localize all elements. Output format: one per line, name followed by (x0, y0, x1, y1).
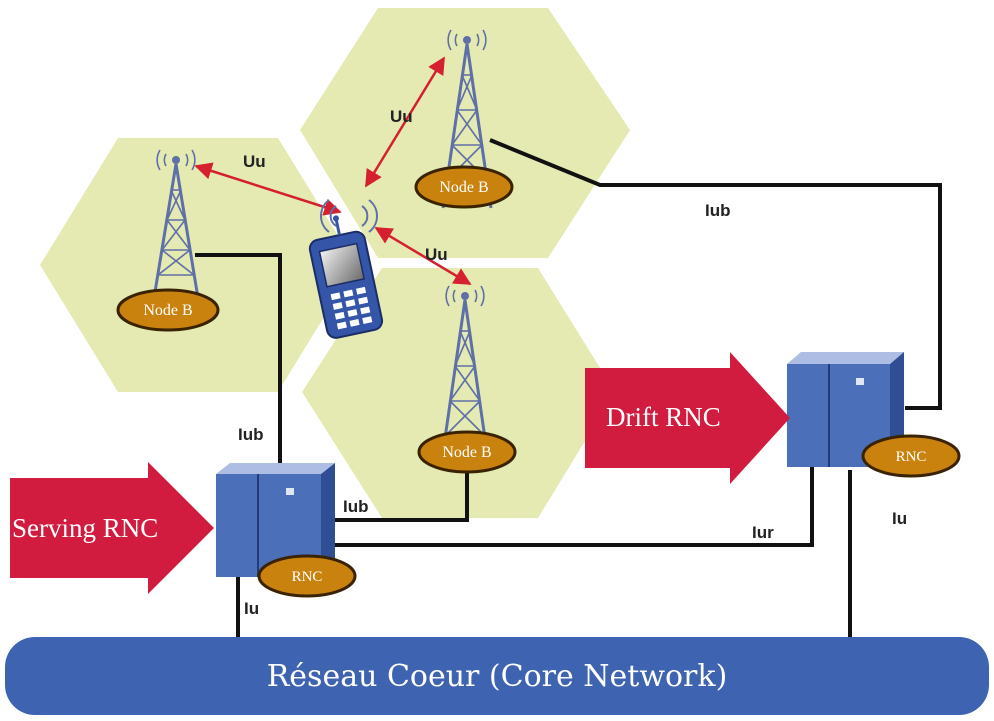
rnc-drift-badge: RNC (861, 434, 961, 478)
node-b-top: Node B (414, 165, 514, 209)
rnc-serving-badge: RNC (257, 554, 357, 598)
iub-link-top (489, 138, 942, 410)
rnc-serving-icon (216, 463, 335, 577)
rnc-serving-label: RNC (292, 569, 323, 585)
phone-signal-icon (320, 199, 378, 233)
serving-rnc-label: Serving RNC (12, 513, 158, 543)
iub-right-label: Iub (705, 201, 731, 220)
node-b-bottom: Node B (417, 430, 517, 474)
drift-rnc-label: Drift RNC (606, 402, 721, 432)
uu-link-left (194, 162, 342, 216)
node-b-left-label: Node B (143, 302, 192, 319)
uu-link-top (364, 56, 446, 188)
uu-bottom-label: Uu (425, 245, 448, 264)
cell-top (300, 8, 630, 258)
core-network-label: Réseau Coeur (Core Network) (267, 659, 728, 694)
node-b-left: Node B (116, 288, 220, 332)
rnc-drift-label: RNC (896, 449, 927, 465)
cell-left (40, 138, 356, 392)
uu-link-bottom (374, 226, 472, 286)
iur-link (335, 465, 814, 547)
iur-label: Iur (752, 523, 774, 542)
drift-rnc-arrow: Drift RNC (585, 352, 790, 484)
serving-rnc-arrow: Serving RNC (10, 462, 214, 594)
node-b-bottom-label: Node B (442, 444, 491, 461)
iu-left-label: Iu (244, 599, 259, 618)
rnc-drift-icon (787, 352, 904, 467)
uu-top-label: Uu (390, 107, 413, 126)
iu-right-label: Iu (892, 509, 907, 528)
iub-left-label: Iub (238, 425, 264, 444)
mobile-phone-icon (308, 215, 384, 339)
iub-link-mid (335, 470, 469, 522)
node-b-top-label: Node B (439, 179, 488, 196)
iub-link-left (195, 253, 282, 465)
iub-mid-label: Iub (343, 497, 369, 516)
cell-bottom (302, 268, 615, 518)
tower-left-icon (152, 149, 200, 299)
core-network-bar: Réseau Coeur (Core Network) (5, 637, 989, 715)
uu-left-label: Uu (243, 152, 266, 171)
